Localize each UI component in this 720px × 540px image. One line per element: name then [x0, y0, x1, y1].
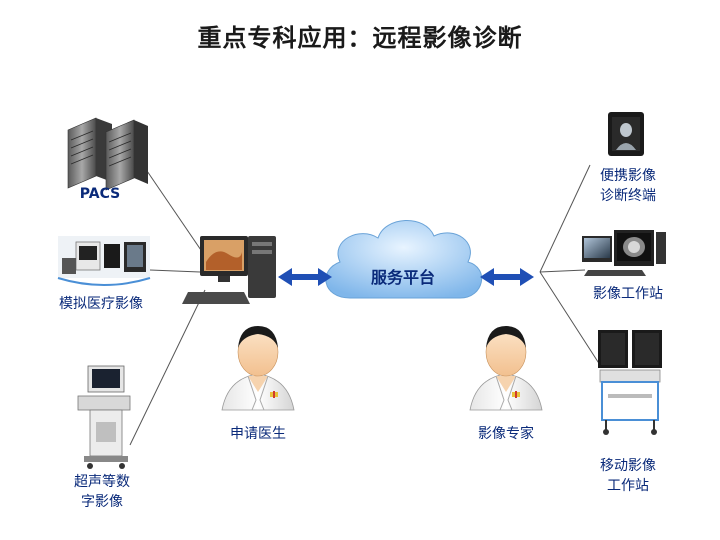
- applicant-doctor-avatar: [221, 326, 295, 411]
- imaging-expert-label: 影像专家: [478, 426, 534, 442]
- page-title: 重点专科应用：远程影像诊断: [197, 24, 523, 52]
- right-connector-lines: [539, 164, 601, 366]
- left-connector-lines: [129, 167, 206, 446]
- analog-imaging-icon: [57, 236, 151, 286]
- mobile-workstation-label-line1: 移动影像: [600, 458, 656, 474]
- portable-terminal-label-line2: 诊断终端: [600, 188, 656, 204]
- ultrasound-machine-icon: [77, 365, 131, 469]
- service-platform-label: 服务平台: [370, 268, 435, 287]
- applicant-doctor-label: 申请医生: [230, 426, 286, 442]
- imaging-expert-avatar: [469, 326, 543, 411]
- pacs-server-icon: [67, 117, 148, 191]
- imaging-workstation-label: 影像工作站: [593, 286, 663, 302]
- imaging-workstation-icon: [582, 230, 666, 276]
- ultrasound-label-line1: 超声等数: [74, 474, 130, 490]
- left-double-arrow: [278, 268, 332, 286]
- mobile-workstation-icon: [598, 330, 662, 435]
- portable-terminal-icon: [608, 112, 644, 156]
- right-double-arrow: [480, 268, 534, 286]
- service-platform-cloud-icon: [325, 220, 483, 299]
- portable-terminal-label-line1: 便携影像: [600, 168, 656, 184]
- mobile-workstation-label-line2: 工作站: [607, 478, 649, 494]
- pacs-label: PACS: [79, 186, 121, 202]
- ultrasound-label-line2: 字影像: [81, 494, 123, 510]
- analog-imaging-label: 模拟医疗影像: [59, 296, 143, 312]
- workstation-computer-icon: [182, 236, 276, 304]
